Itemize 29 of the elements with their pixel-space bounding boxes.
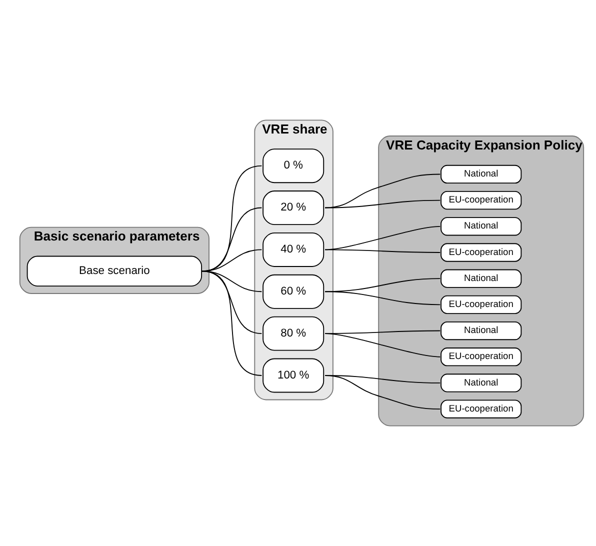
- node-box: National: [440, 164, 522, 184]
- node-box: 60 %: [262, 274, 324, 309]
- node-box: EU-cooperation: [440, 400, 522, 418]
- node-box: 100 %: [262, 358, 324, 393]
- connector: [324, 375, 441, 410]
- node-box: National: [440, 321, 522, 340]
- node-box: Base scenario: [26, 256, 202, 286]
- node-box: EU-cooperation: [440, 191, 522, 210]
- node-box: EU-cooperation: [440, 243, 522, 262]
- connector: [324, 333, 441, 358]
- connector: [202, 270, 262, 334]
- connector: [324, 200, 441, 208]
- connector: [324, 174, 441, 208]
- connector: [324, 291, 441, 306]
- node-box: EU-cooperation: [440, 348, 522, 366]
- connector: [202, 249, 262, 272]
- connector: [202, 165, 262, 272]
- node-box: National: [440, 374, 522, 392]
- connector: [202, 270, 262, 376]
- node-box: National: [440, 217, 522, 236]
- connector: [324, 249, 441, 253]
- node-box: 40 %: [262, 232, 324, 267]
- node-box: 0 %: [262, 148, 324, 184]
- node-box: National: [440, 269, 522, 288]
- node-box: 80 %: [262, 316, 324, 351]
- connector: [202, 207, 262, 272]
- node-box: 20 %: [262, 190, 324, 225]
- connector: [324, 226, 441, 250]
- node-box: EU-cooperation: [440, 295, 522, 314]
